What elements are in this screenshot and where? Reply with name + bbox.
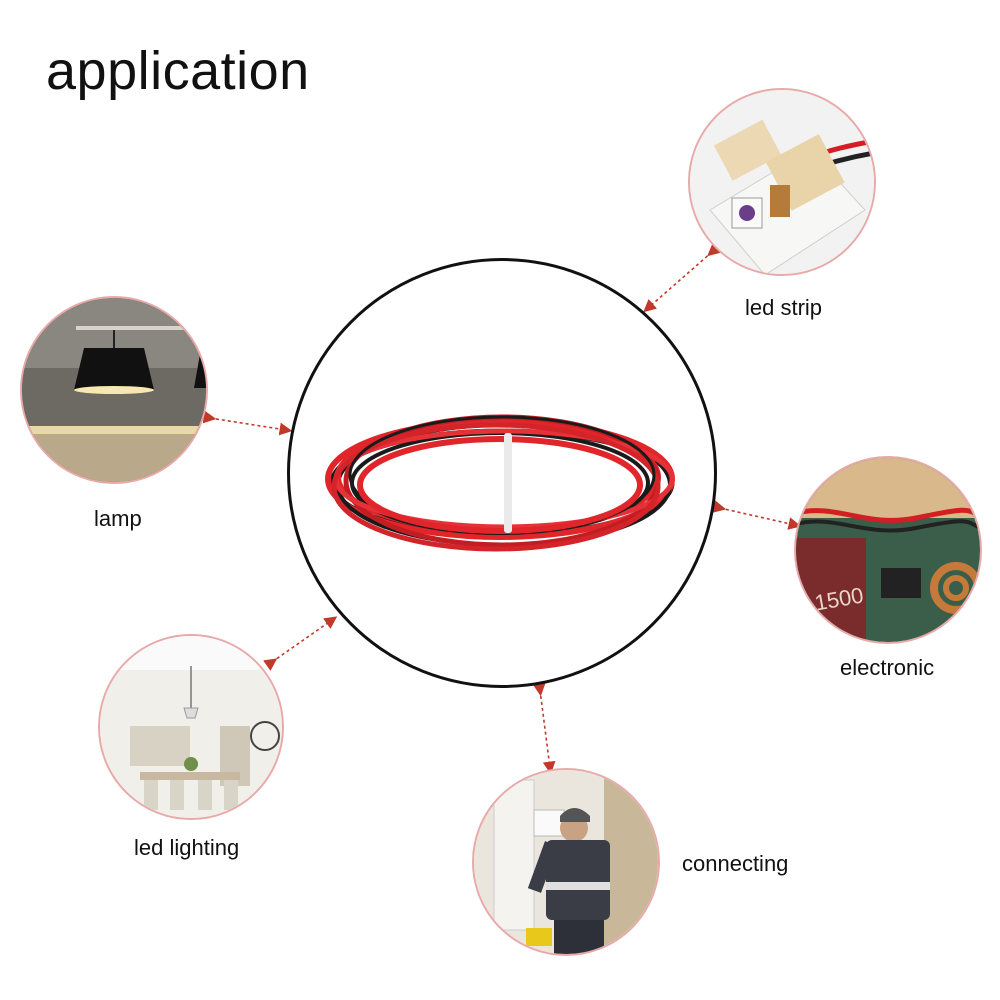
page-title: application [46, 41, 310, 101]
label-electronic: electronic [840, 655, 935, 680]
connecting-thumbnail [472, 768, 660, 956]
label-led-lighting: led lighting [134, 835, 240, 860]
electronic-thumbnail: 1500 [794, 456, 982, 644]
lamp-thumbnail [20, 296, 208, 484]
wire-coil-image [325, 414, 675, 552]
label-lamp: lamp [94, 506, 142, 531]
label-led-strip: led strip [745, 295, 823, 320]
led-strip-thumbnail [688, 88, 876, 276]
arrow-lamp [202, 410, 293, 436]
product-ring [287, 258, 717, 688]
label-connecting: connecting [682, 851, 789, 876]
arrow-led-lighting [263, 616, 338, 671]
arrow-led-strip [643, 242, 722, 313]
arrow-connecting [532, 682, 556, 775]
arrow-electronic [712, 500, 802, 530]
led-lighting-thumbnail [98, 634, 284, 820]
